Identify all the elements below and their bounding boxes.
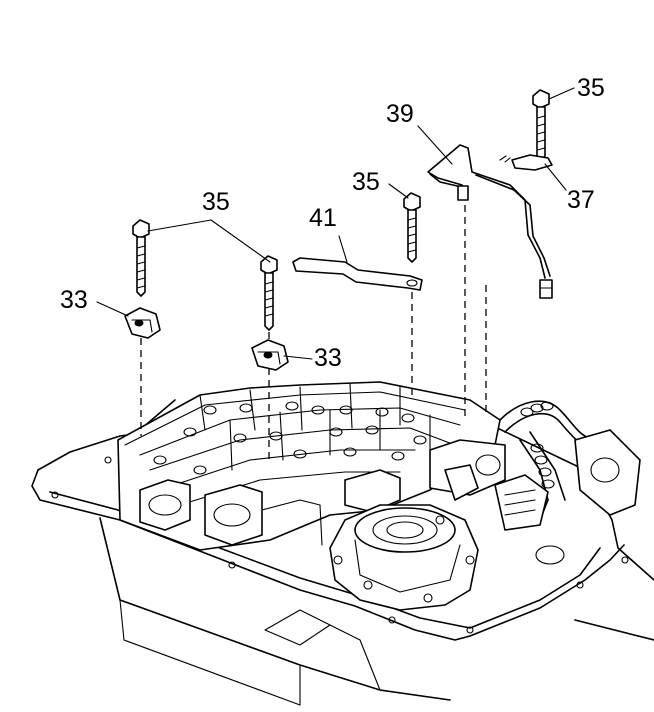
callout-33-right: 33 — [314, 344, 342, 372]
callout-41: 41 — [309, 204, 337, 232]
bolt-35-left — [132, 219, 150, 297]
valve-body — [117, 381, 506, 551]
callout-39: 39 — [386, 100, 414, 128]
valve-body-bosses — [153, 401, 447, 475]
callout-35-top: 35 — [577, 74, 605, 102]
bolt-35-mid — [403, 192, 421, 263]
leader-lines — [96, 87, 575, 360]
clip-33-left — [124, 307, 161, 339]
servo-cover — [329, 504, 479, 611]
harness-coil — [520, 401, 555, 489]
bracket-41 — [292, 257, 423, 291]
callout-33-left: 33 — [60, 286, 88, 314]
callout-37: 37 — [567, 186, 595, 214]
tube-39 — [427, 144, 553, 299]
callout-35-left: 35 — [202, 188, 230, 216]
clip-33-right — [251, 339, 289, 371]
wiring-harness — [494, 400, 641, 565]
clip-37 — [499, 154, 553, 171]
bolt-35-top — [532, 89, 550, 161]
bolt-35-center — [260, 255, 278, 331]
callout-35-mid: 35 — [352, 168, 380, 196]
callout-labels: 35 39 37 35 41 35 33 33 — [60, 74, 605, 372]
